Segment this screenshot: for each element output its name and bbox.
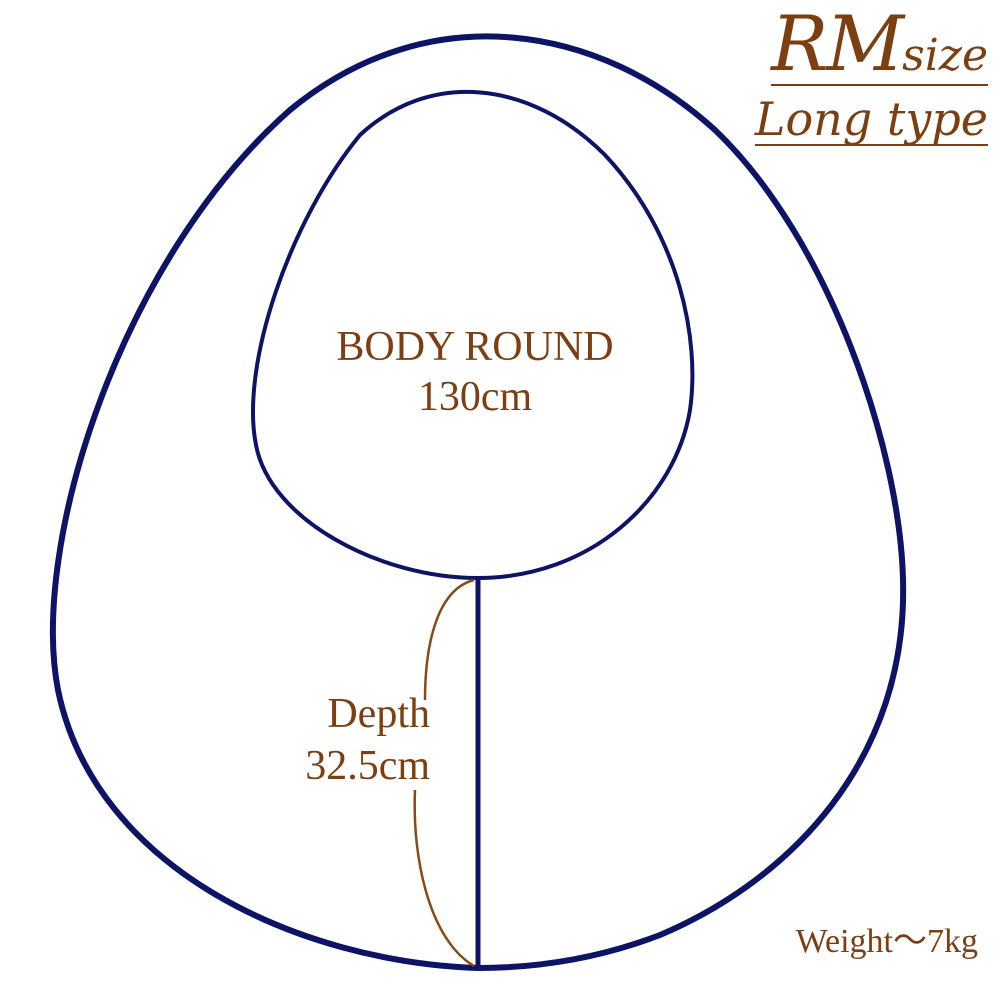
- weight-label: Weight～7kg: [795, 923, 978, 960]
- size-title: RMsize: [771, 6, 988, 86]
- size-name: RM: [771, 0, 904, 88]
- depth-value: 32.5cm: [305, 743, 430, 789]
- outer-outline: [49, 33, 907, 971]
- size-title-block: RMsize Long type: [754, 6, 988, 146]
- depth-label: Depth 32.5cm: [240, 688, 430, 792]
- body-round-caption: BODY ROUND: [336, 324, 614, 370]
- depth-caption: Depth: [327, 691, 430, 737]
- type-title: Long type: [754, 92, 988, 146]
- body-round-value: 130cm: [417, 374, 533, 420]
- inner-body-round-outline: [251, 89, 695, 580]
- body-round-label: BODY ROUND 130cm: [300, 322, 650, 422]
- depth-bracket: [413, 578, 475, 968]
- size-suffix: size: [902, 30, 988, 81]
